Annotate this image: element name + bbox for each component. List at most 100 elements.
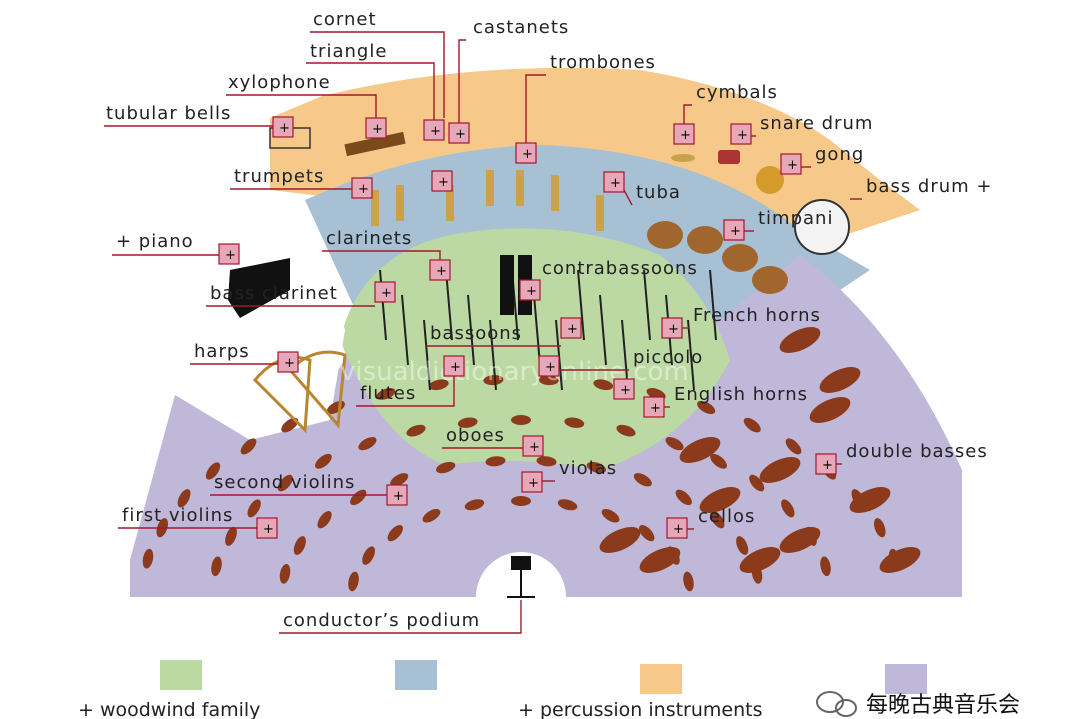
label-snare-drum: snare drum: [760, 113, 873, 134]
plus-box-flutes[interactable]: +: [443, 355, 465, 377]
plus-box-trombones[interactable]: +: [515, 142, 537, 164]
plus-box-frame: [815, 453, 837, 475]
legend-swatch-brass: [395, 660, 437, 690]
plus-box-trumpets[interactable]: +: [351, 177, 373, 199]
violin-icon: [675, 489, 692, 506]
violin-icon: [390, 473, 409, 487]
violin-icon: [142, 548, 154, 569]
woodwind-instrument-icon: [577, 269, 585, 341]
plus-box-frame: [730, 123, 752, 145]
label-piano: + piano: [116, 231, 194, 252]
cymbals-icon: [671, 154, 695, 162]
plus-box-cornet[interactable]: +: [423, 119, 445, 141]
snare-drum-icon: [718, 150, 740, 164]
plus-box-english-horns[interactable]: +: [613, 378, 635, 400]
violin-icon: [422, 508, 441, 523]
cello-icon: [779, 527, 821, 553]
plus-box-cymbals[interactable]: +: [673, 123, 695, 145]
plus-box-harps[interactable]: +: [277, 351, 299, 373]
plus-box-snare-drum[interactable]: +: [730, 123, 752, 145]
timpani-icon: [647, 221, 683, 249]
plus-box-frame: [277, 351, 299, 373]
legend-swatch-woodwind: [160, 660, 202, 690]
cello-icon: [759, 457, 801, 483]
label-gong: gong: [815, 144, 864, 165]
violin-icon: [240, 438, 257, 455]
violin-icon: [749, 474, 765, 492]
leader-line: [322, 250, 441, 260]
violin-icon: [564, 417, 585, 428]
plus-box-castanets[interactable]: +: [448, 122, 470, 144]
label-flutes: flutes: [360, 383, 416, 404]
plus-box-piccolo[interactable]: +: [538, 355, 560, 377]
label-tuba: tuba: [636, 182, 681, 203]
violin-icon: [820, 556, 831, 577]
plus-icon: +: [263, 522, 274, 537]
plus-box-tubular-bells[interactable]: +: [272, 116, 294, 138]
bass-drum-icon: [794, 199, 850, 255]
violin-icon: [177, 489, 191, 508]
plus-box-gong[interactable]: +: [780, 153, 802, 175]
brass-instrument-icon: [551, 175, 559, 211]
plus-icon: +: [436, 264, 447, 279]
violin-icon: [406, 424, 426, 437]
legend-label-woodwind[interactable]: + woodwind family: [78, 699, 260, 719]
label-french-horns: French horns: [693, 305, 821, 326]
violin-icon: [874, 518, 886, 538]
violin-icon: [586, 461, 606, 474]
plus-box-timpani[interactable]: +: [723, 219, 745, 241]
violin-icon: [281, 417, 299, 433]
plus-box-frame: [515, 142, 537, 164]
plus-icon: +: [279, 121, 290, 136]
plus-icon: +: [680, 128, 691, 143]
plus-box-bassoons[interactable]: +: [560, 317, 582, 339]
plus-box-second-violins[interactable]: +: [386, 484, 408, 506]
plus-box-bass-clarinet[interactable]: +: [374, 281, 396, 303]
gong-icon: [756, 166, 784, 194]
plus-box-frame: [256, 517, 278, 539]
brass-instrument-icon: [446, 185, 454, 221]
cello-icon: [599, 527, 641, 553]
plus-box-xylophone[interactable]: +: [365, 117, 387, 139]
plus-box-french-horns[interactable]: +: [661, 317, 683, 339]
brass-instrument-icon: [596, 195, 604, 231]
plus-box-triangle[interactable]: +: [431, 170, 453, 192]
violin-icon: [736, 536, 749, 555]
brass-instrument-icon: [396, 185, 404, 221]
label-bass-drum: bass drum +: [866, 176, 993, 197]
brass-instrument-icon: [486, 170, 494, 206]
plus-boxes[interactable]: +++++++++++++++++++++++++++++: [218, 116, 837, 539]
plus-icon: +: [381, 286, 392, 301]
plus-box-violas[interactable]: +: [521, 471, 543, 493]
legend-label-percussion[interactable]: + percussion instruments: [518, 699, 763, 719]
plus-box-contrabassoons[interactable]: +: [519, 279, 541, 301]
plus-box-piano[interactable]: +: [218, 243, 240, 265]
plus-box-cellos[interactable]: +: [666, 517, 688, 539]
label-castanets: castanets: [473, 17, 569, 38]
violin-icon: [483, 375, 504, 386]
plus-box-frame: [673, 123, 695, 145]
violin-icon: [683, 571, 694, 592]
label-triangle: triangle: [310, 41, 387, 62]
label-trombones: trombones: [550, 52, 656, 73]
plus-box-frame: [374, 281, 396, 303]
plus-box-frame: [443, 355, 465, 377]
plus-icon: +: [610, 176, 621, 191]
harp-piano-cutout: [175, 215, 345, 440]
plus-box-frame: [643, 396, 665, 418]
plus-box-first-violins[interactable]: +: [256, 517, 278, 539]
plus-box-clarinets[interactable]: +: [429, 259, 451, 281]
plus-icon: +: [284, 356, 295, 371]
plus-box-oboes[interactable]: +: [522, 435, 544, 457]
plus-box-double-basses[interactable]: +: [815, 453, 837, 475]
leader-line: [356, 376, 455, 407]
plus-box-tuba[interactable]: +: [603, 171, 625, 193]
violin-icon: [279, 563, 291, 584]
plus-box-english-horns-2[interactable]: +: [643, 396, 665, 418]
label-double-basses: double basses: [846, 441, 988, 462]
violin-icon: [225, 526, 237, 546]
plus-box-frame: [272, 116, 294, 138]
plus-box-frame: [661, 317, 683, 339]
violin-icon: [247, 499, 261, 518]
plus-box-frame: [429, 259, 451, 281]
